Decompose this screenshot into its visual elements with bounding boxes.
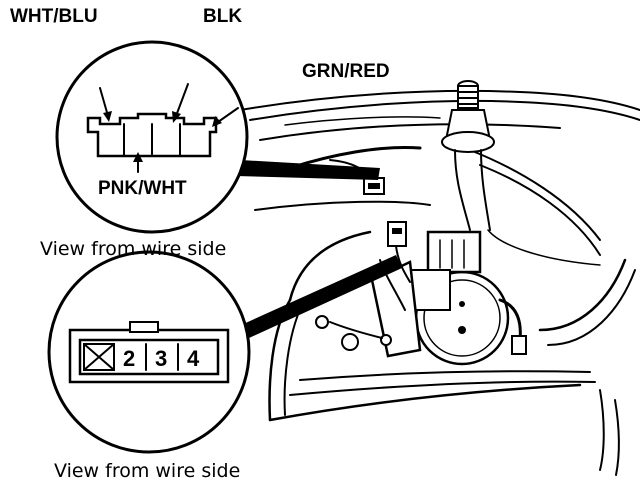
callout-leaders	[230, 160, 402, 344]
wht-blu-label: WHT/BLU	[10, 6, 98, 27]
pin-3-label: 3	[155, 346, 167, 371]
top-connector-callout	[55, 40, 249, 234]
car-body-outline	[239, 89, 640, 476]
pnk-wht-label: PNK/WHT	[98, 178, 187, 199]
blk-label: BLK	[203, 6, 242, 27]
bottom-connector-callout	[47, 250, 251, 454]
pin-4-label: 4	[187, 346, 200, 371]
wiper-motor	[315, 221, 527, 366]
grn-red-label: GRN/RED	[302, 61, 390, 82]
wiper-pivot	[441, 80, 601, 266]
pin-2-label: 2	[123, 346, 135, 371]
top-view-caption: View from wire side	[40, 238, 226, 260]
bottom-view-caption: View from wire side	[54, 460, 240, 482]
